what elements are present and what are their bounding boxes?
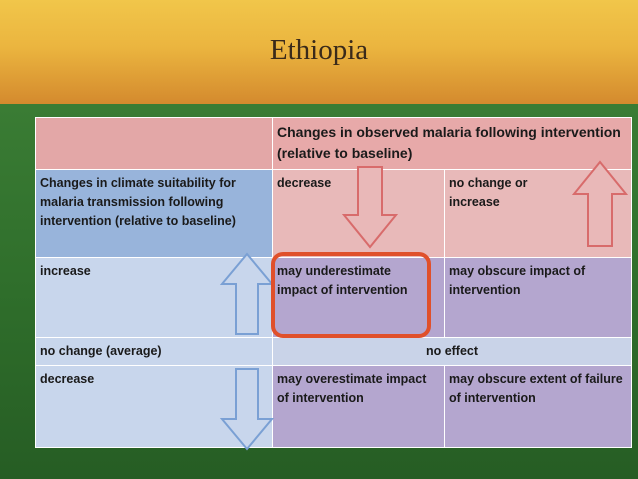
cell-no-effect: no effect — [271, 337, 633, 366]
cell-obscure-impact-text: may obscure impact of intervention — [449, 264, 586, 297]
cell-overestimate: may overestimate impact of intervention — [272, 365, 445, 448]
arrow-down-icon — [341, 166, 399, 249]
cell-obscure-extent: may obscure extent of failure of interve… — [443, 365, 633, 448]
cell-obscure-extent-text: may obscure extent of failure of interve… — [449, 372, 623, 405]
arrow-down-icon — [219, 368, 275, 451]
slide-background-top — [0, 0, 638, 104]
arrow-up-icon — [571, 160, 629, 247]
slide-title: Ethiopia — [269, 34, 369, 66]
cell-underestimate-text: may underestimate impact of intervention — [277, 264, 408, 297]
arrow-up-icon — [219, 252, 275, 335]
cell-underestimate: may underestimate impact of intervention — [272, 257, 445, 338]
row-header-climate-suitability: Changes in climate suitability for malar… — [35, 169, 273, 258]
row-label-no-change: no change (average) — [35, 337, 273, 366]
highlight-box — [271, 252, 431, 338]
cell-obscure-impact: may obscure impact of intervention — [443, 257, 633, 338]
cell-overestimate-text: may overestimate impact of intervention — [277, 372, 427, 405]
column-header-nochange-text: no change or increase — [449, 176, 528, 209]
column-header-observed-malaria: Changes in observed malaria following in… — [271, 117, 633, 170]
table-corner-cell — [35, 117, 273, 170]
row-label-decrease: decrease — [35, 365, 273, 448]
